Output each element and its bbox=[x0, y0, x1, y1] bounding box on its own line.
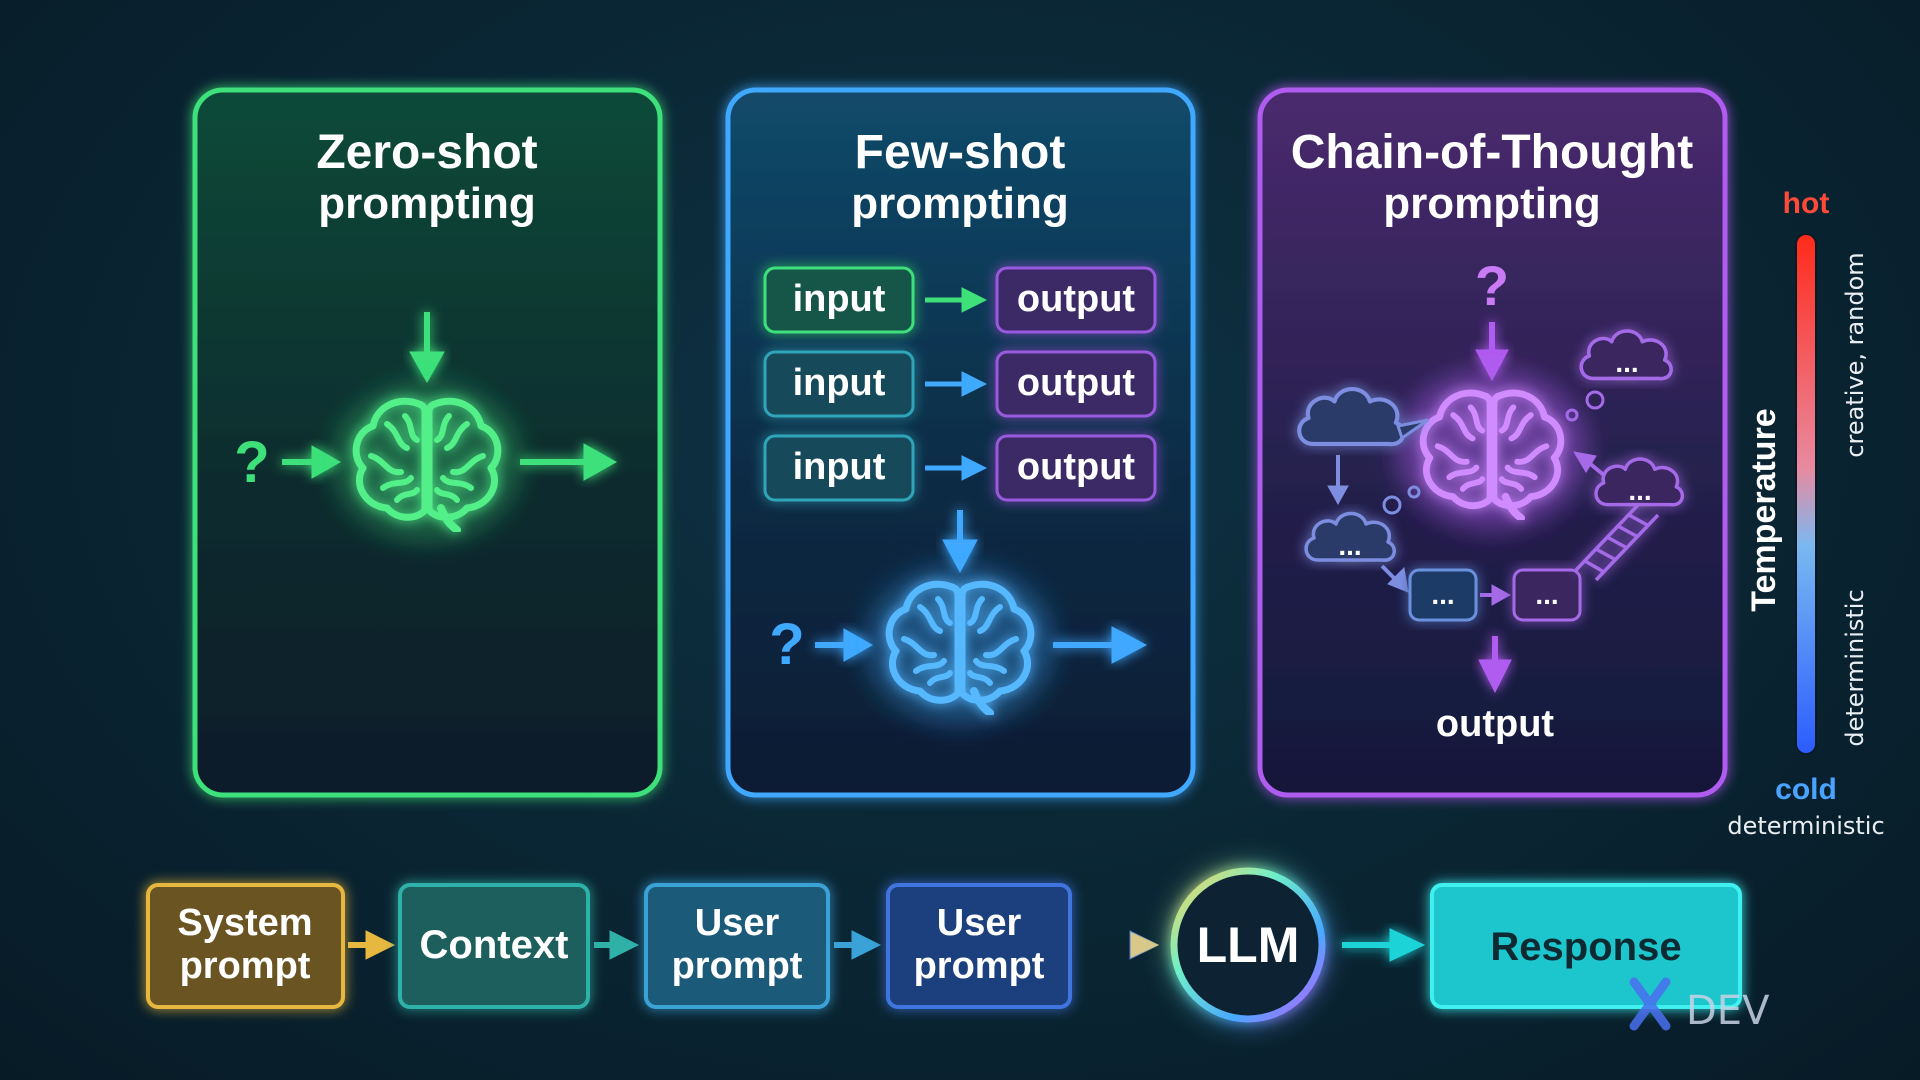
thought-cloud-icon: ... bbox=[1594, 457, 1685, 507]
example-row: input output bbox=[763, 266, 1157, 334]
example-input: input bbox=[793, 278, 886, 320]
step-text: ... bbox=[1431, 579, 1454, 610]
example-input: input bbox=[793, 362, 886, 404]
temperature-scale: hot Temperature creative, random determi… bbox=[1727, 187, 1884, 840]
pipeline-response: Response bbox=[1430, 883, 1742, 1009]
cot-title-line1: Chain-of-Thought bbox=[1291, 126, 1694, 179]
x-logo-icon bbox=[1629, 977, 1671, 1031]
example-output: output bbox=[1017, 446, 1136, 488]
thought-bubble-dot bbox=[1565, 408, 1579, 422]
few-shot-panel: Few-shot prompting input output input ou… bbox=[725, 87, 1196, 798]
step-label-line2: prompt bbox=[180, 945, 311, 987]
step-label-line2: prompt bbox=[914, 945, 1045, 987]
arrow-right-icon bbox=[282, 445, 342, 479]
example-row: input output bbox=[763, 350, 1157, 418]
arrow-down-icon bbox=[1327, 455, 1349, 506]
brain-icon bbox=[1397, 370, 1587, 530]
step-label-line1: User bbox=[695, 902, 780, 944]
question-mark: ? bbox=[234, 430, 269, 495]
few-shot-title-line1: Few-shot bbox=[855, 126, 1066, 179]
temp-high-desc: creative, random bbox=[1841, 252, 1869, 457]
arrow-right-icon bbox=[348, 930, 396, 960]
temp-low-desc: deterministic bbox=[1841, 589, 1869, 746]
step-label-line1: System bbox=[177, 902, 312, 944]
thought-text: ... bbox=[1615, 347, 1638, 378]
example-output: output bbox=[1017, 362, 1136, 404]
reasoning-step-box: ... bbox=[1408, 568, 1478, 622]
zero-shot-title-line1: Zero-shot bbox=[316, 126, 537, 179]
arrow-right-icon bbox=[594, 930, 640, 960]
thought-text: ... bbox=[1338, 530, 1361, 561]
down-arrow-icon bbox=[409, 312, 445, 384]
arrow-right-icon bbox=[925, 287, 988, 313]
thought-bubble-dot bbox=[1407, 485, 1421, 499]
question-mark: ? bbox=[769, 612, 804, 677]
step-text: ... bbox=[1535, 579, 1558, 610]
thought-text: ... bbox=[1628, 475, 1651, 506]
question-mark: ? bbox=[1475, 254, 1509, 317]
temperature-axis-label: Temperature bbox=[1745, 408, 1783, 611]
cot-title-line2: prompting bbox=[1383, 179, 1601, 228]
arrow-right-icon bbox=[1053, 626, 1148, 664]
brain-icon bbox=[332, 382, 522, 542]
thought-cloud-icon: ... bbox=[1579, 329, 1673, 381]
arrow-right-icon bbox=[925, 455, 988, 481]
arrow-right-icon bbox=[815, 628, 874, 662]
reasoning-step-box: ... bbox=[1512, 568, 1582, 622]
llm-node: LLM bbox=[1164, 861, 1332, 1029]
down-arrow-icon bbox=[942, 510, 978, 574]
cot-panel: Chain-of-Thought prompting ? ... ... bbox=[1257, 87, 1728, 798]
thought-cloud-icon bbox=[1299, 389, 1429, 444]
arrow-right-icon bbox=[520, 443, 618, 481]
down-arrow-icon bbox=[1478, 636, 1512, 694]
arrow-left-icon bbox=[1573, 451, 1607, 478]
thought-bubble-dot bbox=[1382, 495, 1402, 515]
thought-bubble-dot bbox=[1585, 390, 1605, 410]
temp-bottom-desc: deterministic bbox=[1727, 812, 1884, 840]
pipeline-step-context: Context bbox=[398, 883, 590, 1009]
arrow-right-icon bbox=[1076, 930, 1160, 960]
arrow-right-icon bbox=[1480, 584, 1512, 606]
zero-shot-panel: Zero-shot prompting ? bbox=[192, 87, 663, 798]
arrow-right-icon bbox=[1342, 928, 1426, 962]
brain-icon bbox=[865, 565, 1055, 725]
pipeline-step-system-prompt: System prompt bbox=[146, 883, 345, 1009]
temperature-gradient-bar bbox=[1795, 233, 1817, 755]
thought-cloud-icon: ... bbox=[1304, 511, 1397, 562]
ladder-icon bbox=[1574, 503, 1660, 582]
step-label-line1: Context bbox=[420, 923, 569, 967]
arrow-right-icon bbox=[834, 930, 882, 960]
zero-shot-title-line2: prompting bbox=[318, 179, 536, 228]
prompt-pipeline: System prompt Context User prompt User bbox=[146, 861, 1742, 1029]
temp-hot-label: hot bbox=[1783, 187, 1830, 220]
example-input: input bbox=[793, 446, 886, 488]
down-arrow-icon bbox=[1475, 322, 1509, 382]
step-label-line1: User bbox=[937, 902, 1022, 944]
arrow-right-icon bbox=[925, 371, 988, 397]
example-output: output bbox=[1017, 278, 1136, 320]
watermark-text: DEV bbox=[1686, 988, 1770, 1034]
llm-label: LLM bbox=[1197, 917, 1300, 973]
watermark: DEV bbox=[1629, 977, 1770, 1034]
pipeline-step-user-prompt: User prompt bbox=[644, 883, 830, 1009]
example-row: input output bbox=[763, 434, 1157, 502]
cot-output-label: output bbox=[1436, 703, 1555, 745]
arrow-right-icon bbox=[1380, 564, 1409, 593]
step-label-line2: prompt bbox=[672, 945, 803, 987]
few-shot-title-line2: prompting bbox=[851, 179, 1069, 228]
response-label: Response bbox=[1490, 925, 1681, 969]
temp-cold-label: cold bbox=[1775, 773, 1837, 806]
pipeline-step-user-prompt-2: User prompt bbox=[886, 883, 1072, 1009]
